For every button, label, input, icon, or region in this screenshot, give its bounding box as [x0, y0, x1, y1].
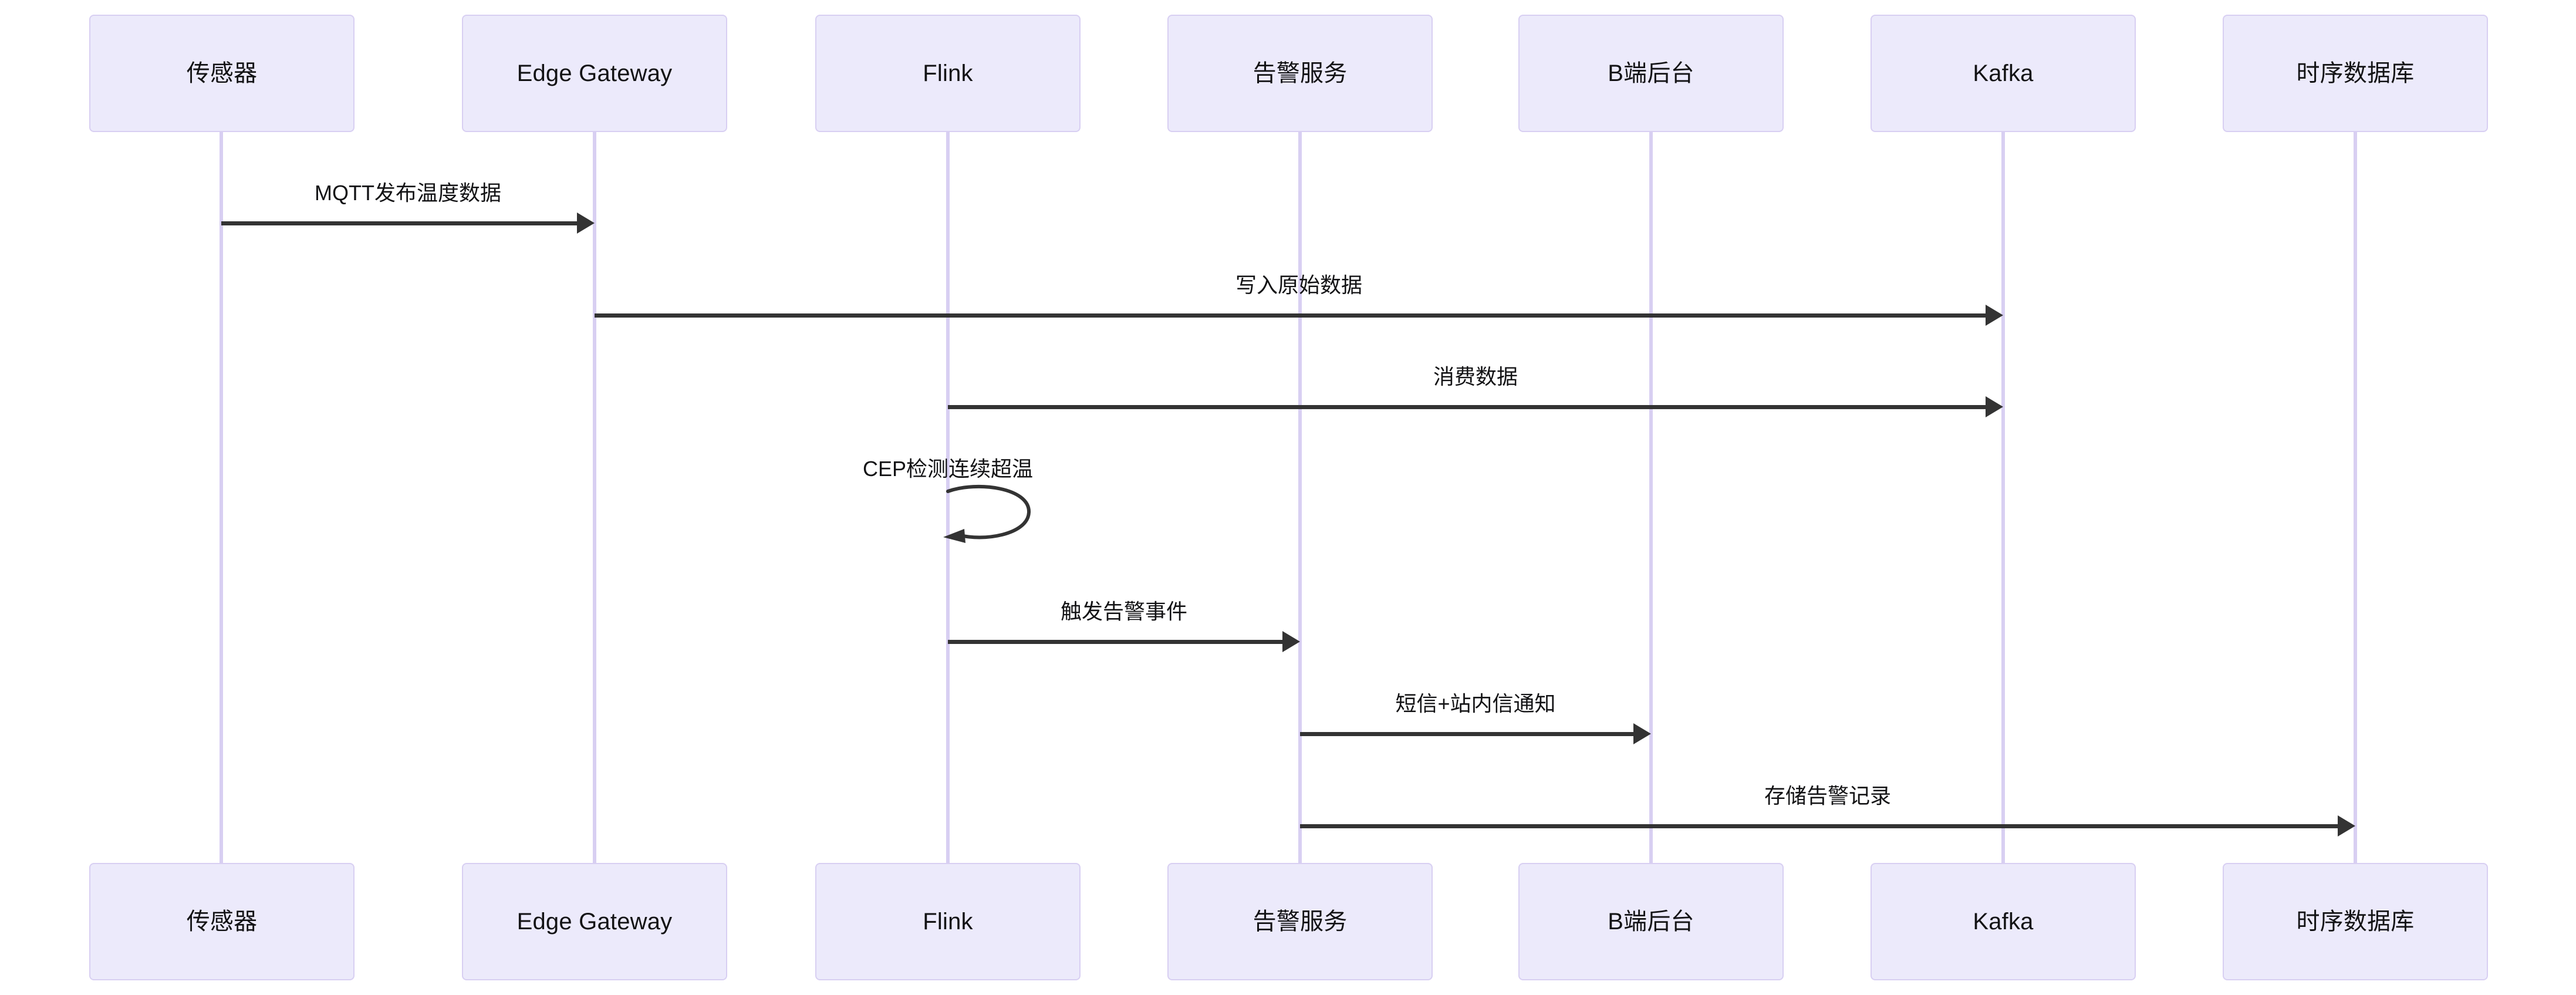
actor-box-bottom-flink[interactable]: Flink: [815, 863, 1081, 980]
message-label-m3: 消费数据: [1433, 365, 1518, 389]
actor-box-top-flink[interactable]: Flink: [815, 15, 1081, 132]
message-line-m6: [1300, 732, 1636, 736]
actor-label-sensor: 传感器: [186, 909, 258, 935]
actor-box-bottom-gateway[interactable]: Edge Gateway: [462, 863, 727, 980]
message-arrowhead-m2: [1986, 305, 2003, 326]
message-line-m7: [1300, 824, 2340, 828]
lifeline-tsdb: [2354, 132, 2357, 863]
actor-label-kafka: Kafka: [1973, 909, 2034, 935]
message-line-m3: [948, 405, 1988, 409]
actor-box-bottom-tsdb[interactable]: 时序数据库: [2223, 863, 2488, 980]
lifeline-alarm: [1298, 132, 1302, 863]
actor-label-gateway: Edge Gateway: [516, 60, 673, 86]
actor-label-tsdb: 时序数据库: [2296, 909, 2415, 935]
actor-box-top-kafka[interactable]: Kafka: [1871, 15, 2136, 132]
actor-box-top-alarm[interactable]: 告警服务: [1167, 15, 1433, 132]
lifeline-backend: [1649, 132, 1653, 863]
actor-box-top-gateway[interactable]: Edge Gateway: [462, 15, 727, 132]
lifeline-sensor: [220, 132, 223, 863]
message-arrowhead-m3: [1986, 396, 2003, 417]
message-label-m5: 触发告警事件: [1060, 599, 1187, 623]
self-loop-arrow-m4: [942, 484, 1048, 549]
actor-box-top-sensor[interactable]: 传感器: [89, 15, 355, 132]
actor-label-tsdb: 时序数据库: [2296, 60, 2415, 86]
actor-label-gateway: Edge Gateway: [516, 909, 673, 935]
actor-label-alarm: 告警服务: [1252, 60, 1348, 86]
message-label-m1: MQTT发布温度数据: [315, 181, 501, 205]
actor-box-top-backend[interactable]: B端后台: [1518, 15, 1784, 132]
message-line-m2: [595, 313, 1988, 318]
lifeline-kafka: [2001, 132, 2005, 863]
message-arrowhead-m1: [577, 213, 595, 234]
actor-box-top-tsdb[interactable]: 时序数据库: [2223, 15, 2488, 132]
actor-label-kafka: Kafka: [1973, 60, 2034, 86]
message-arrowhead-m6: [1633, 723, 1651, 744]
actor-label-sensor: 传感器: [186, 60, 258, 86]
message-line-m5: [948, 640, 1285, 644]
message-line-m1: [221, 221, 579, 225]
actor-label-backend: B端后台: [1608, 909, 1694, 935]
actor-label-flink: Flink: [923, 909, 973, 935]
message-label-m6: 短信+站内信通知: [1395, 692, 1556, 716]
actor-label-backend: B端后台: [1608, 60, 1694, 86]
actor-box-bottom-backend[interactable]: B端后台: [1518, 863, 1784, 980]
actor-label-alarm: 告警服务: [1252, 909, 1348, 935]
lifeline-gateway: [593, 132, 596, 863]
message-label-m7: 存储告警记录: [1764, 784, 1891, 808]
message-arrowhead-m7: [2338, 815, 2355, 837]
lifeline-flink: [946, 132, 950, 863]
actor-box-bottom-kafka[interactable]: Kafka: [1871, 863, 2136, 980]
message-arrowhead-m5: [1282, 631, 1300, 652]
actor-box-bottom-alarm[interactable]: 告警服务: [1167, 863, 1433, 980]
actor-label-flink: Flink: [923, 60, 973, 86]
actor-box-bottom-sensor[interactable]: 传感器: [89, 863, 355, 980]
